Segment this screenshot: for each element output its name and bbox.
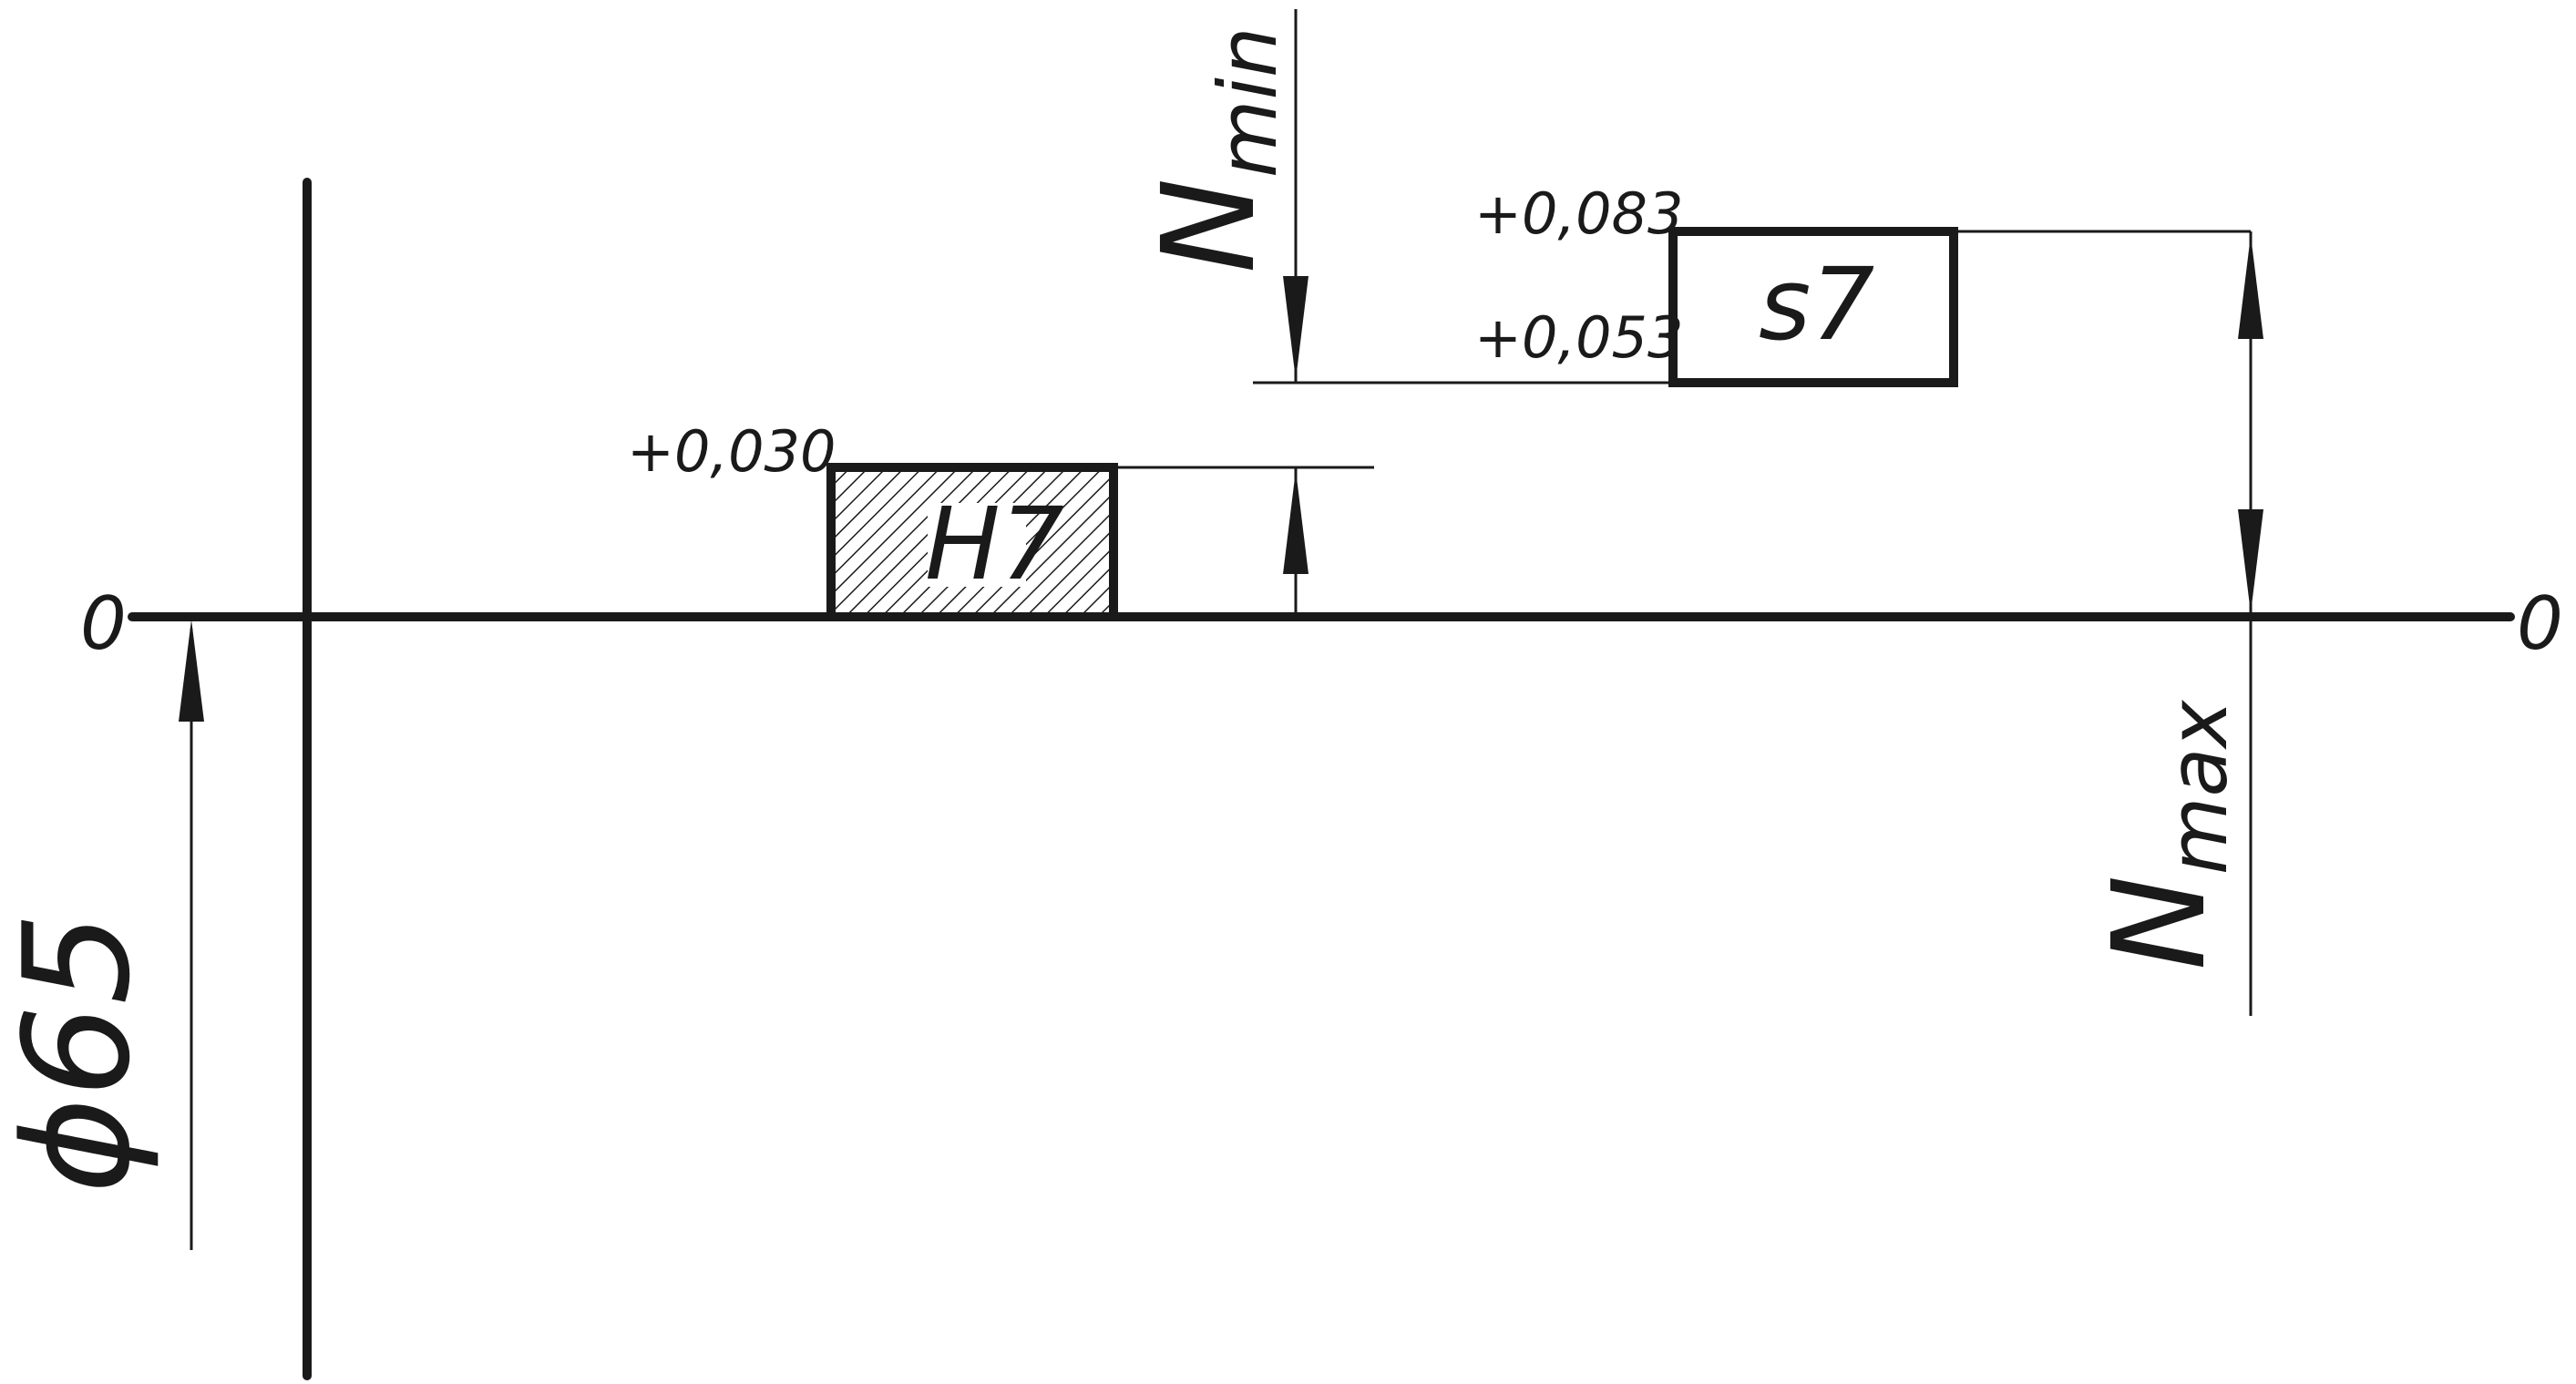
nmax-arrow-up bbox=[2238, 235, 2263, 339]
nmax-label: Nmax bbox=[2086, 700, 2245, 970]
nmin-arrow-up bbox=[1283, 470, 1309, 574]
nmin-arrow-down bbox=[1283, 276, 1309, 380]
shaft-lower-deviation: +0,053 bbox=[1474, 304, 1683, 371]
shaft-upper-deviation: +0,083 bbox=[1474, 180, 1683, 247]
hole-label-backdrop bbox=[928, 503, 1026, 587]
diameter-arrow bbox=[179, 620, 204, 722]
zero-label-right: 0 bbox=[2517, 581, 2563, 666]
hole-field-label: H7 bbox=[925, 486, 1064, 602]
hole-upper-deviation: +0,030 bbox=[627, 418, 836, 485]
shaft-field-label: s7 bbox=[1759, 246, 1874, 363]
diameter-label: ϕ65 bbox=[0, 912, 162, 1194]
zero-label-left: 0 bbox=[80, 581, 127, 666]
nmin-label: Nmin bbox=[1135, 26, 1295, 273]
shaft-tolerance-field bbox=[1668, 227, 1958, 387]
nmax-arrow-down bbox=[2238, 509, 2263, 613]
